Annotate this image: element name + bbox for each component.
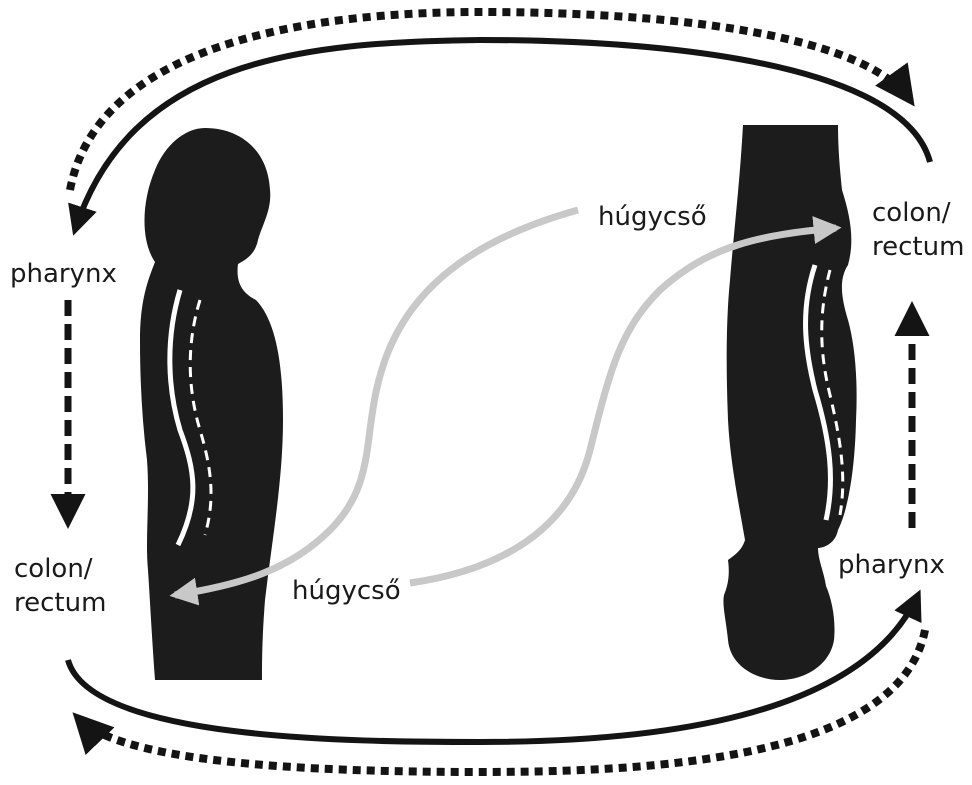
left-pharynx-label: pharynx [10,257,117,291]
right-colon-label-line1: colon/ [872,196,951,230]
standing-human-silhouette-icon [140,128,283,680]
urethra-bottom-label: húgycső [292,574,401,608]
left-colon-label-line2: rectum [14,586,106,620]
inverted-human-silhouette-icon [723,125,856,680]
right-colon-label-line2: rectum [872,230,964,264]
right-pharynx-label: pharynx [838,548,945,582]
urethra-top-label: húgycső [598,200,707,234]
left-colon-label-line1: colon/ [14,552,93,586]
